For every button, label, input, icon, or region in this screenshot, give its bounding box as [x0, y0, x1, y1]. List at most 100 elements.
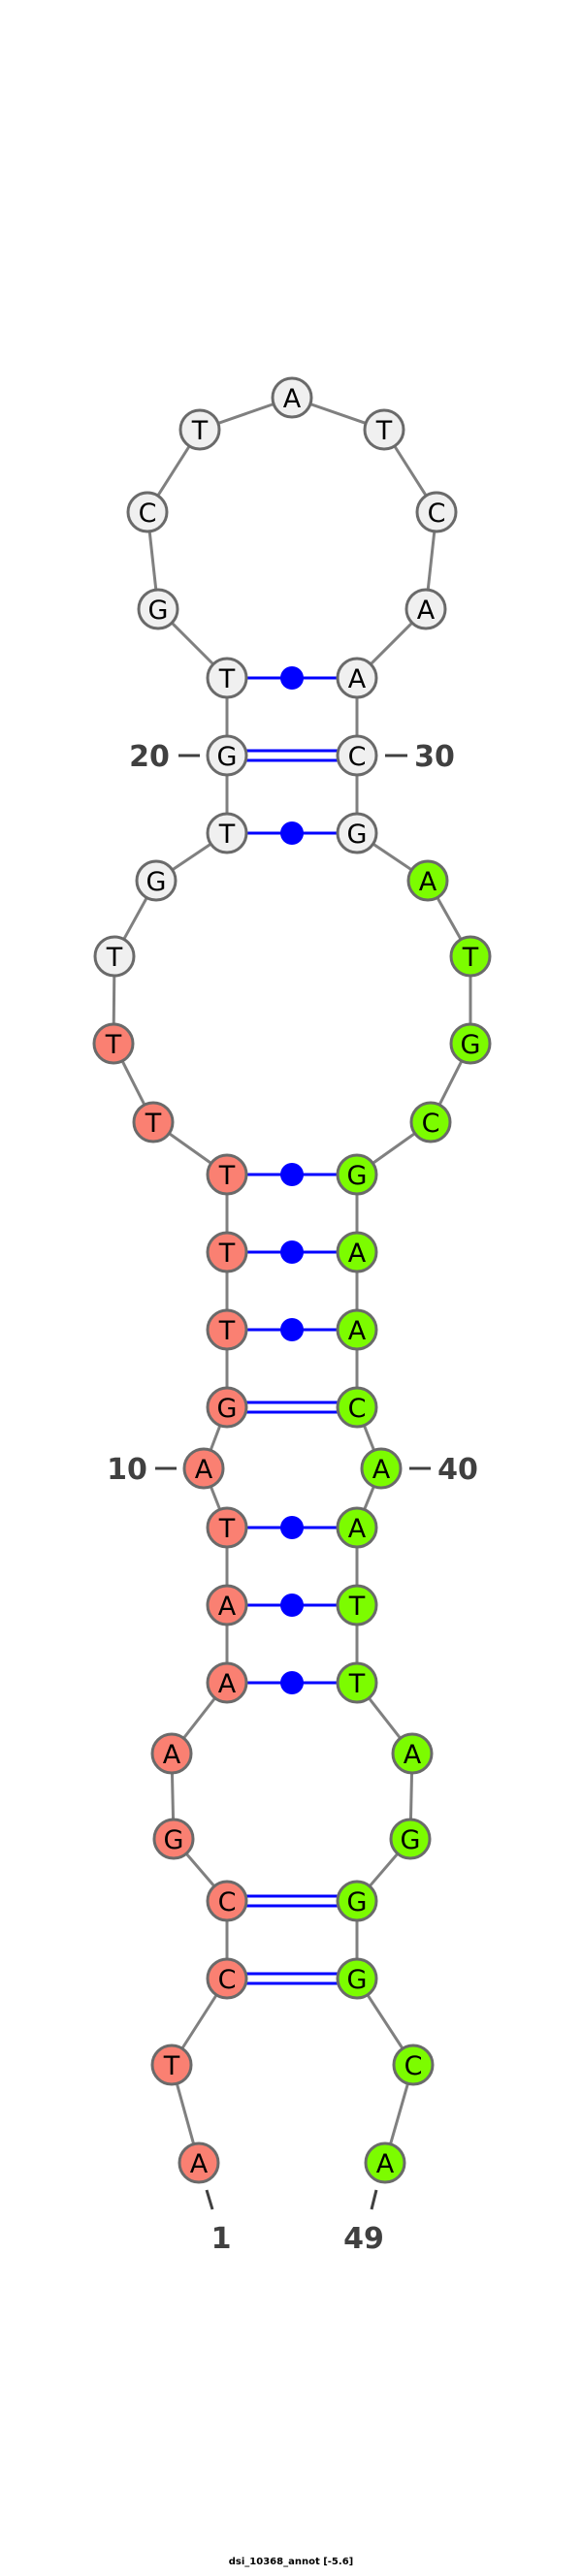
nucleotide-23: C	[126, 491, 169, 533]
nucleotide-circle	[206, 1308, 248, 1351]
nucleotide-2: T	[150, 2044, 193, 2086]
nucleotide-49: A	[364, 2141, 406, 2184]
base-pairs	[227, 666, 357, 1985]
base-pair-12-38	[227, 1318, 357, 1341]
nucleotide-circle	[152, 1818, 195, 1860]
position-label-1: 1	[205, 2189, 232, 2256]
pair-dot-icon	[280, 1516, 304, 1539]
nucleotide-circle	[336, 1231, 378, 1273]
nucleotide-circle	[206, 1880, 248, 1922]
nucleotide-letter: A	[417, 596, 436, 626]
nucleotide-45: G	[389, 1818, 432, 1860]
nucleotide-circle	[415, 491, 458, 533]
backbone	[112, 396, 472, 2164]
nucleotide-circle	[206, 1661, 248, 1704]
nucleotide-19: T	[206, 812, 248, 854]
nucleotide-4: C	[206, 1880, 248, 1922]
nucleotide-letter: C	[348, 742, 367, 772]
nucleotide-letter: A	[419, 867, 437, 897]
nucleotide-circle	[391, 1732, 434, 1775]
nucleotide-letter: C	[218, 1887, 237, 1917]
pair-dot-icon	[280, 1671, 304, 1694]
nucleotide-letter: G	[217, 742, 238, 772]
nucleotide-letter: T	[163, 2051, 180, 2081]
nucleotide-33: T	[449, 935, 492, 978]
nucleotide-letter: C	[428, 499, 446, 529]
nucleotide-circle	[206, 1506, 248, 1549]
base-pair-9-41	[227, 1516, 357, 1539]
nucleotide-47: G	[336, 1957, 378, 2000]
nucleotide-circle	[336, 1880, 378, 1922]
nucleotide-30: C	[336, 734, 378, 777]
pair-dot-icon	[280, 821, 304, 845]
nucleotide-circle	[178, 408, 221, 451]
nucleotide-26: T	[363, 408, 405, 451]
nucleotide-circle	[336, 734, 378, 777]
nucleotide-circle	[336, 1386, 378, 1429]
nucleotide-24: T	[178, 408, 221, 451]
nucleotide-14: T	[206, 1153, 248, 1196]
nucleotide-circle	[93, 935, 136, 978]
nucleotide-circle	[150, 1732, 193, 1775]
label-text: 20	[129, 740, 170, 774]
nucleotide-letter: C	[404, 2051, 423, 2081]
nucleotide-circle	[271, 376, 313, 419]
nucleotide-circle	[206, 1153, 248, 1196]
nucleotide-3: C	[206, 1957, 248, 2000]
label-tick	[205, 2189, 214, 2210]
nucleotide-6: A	[150, 1732, 193, 1775]
nucleotides: ATCCGAAATAGTTTTTTGTGTGCTATCAACGATGCGAACA…	[92, 376, 492, 2184]
nucleotide-letter: A	[372, 1455, 391, 1485]
nucleotide-10: A	[182, 1447, 225, 1490]
base-pair-11-39	[227, 1401, 357, 1414]
nucleotide-letter: T	[218, 1161, 236, 1191]
nucleotide-circle	[206, 734, 248, 777]
pair-dot-icon	[280, 666, 304, 690]
nucleotide-letter: T	[191, 416, 209, 446]
nucleotide-34: G	[449, 1022, 492, 1065]
nucleotide-circle	[336, 1661, 378, 1704]
pair-dot-icon	[280, 1594, 304, 1617]
nucleotide-35: C	[409, 1101, 452, 1143]
nucleotide-letter: T	[106, 943, 123, 973]
nucleotide-15: T	[132, 1101, 175, 1143]
nucleotide-circle	[126, 491, 169, 533]
nucleotide-letter: A	[348, 1239, 367, 1269]
base-pair-3-47	[227, 1972, 357, 1985]
nucleotide-17: T	[93, 935, 136, 978]
nucleotide-13: T	[206, 1231, 248, 1273]
label-text: 10	[107, 1453, 147, 1487]
label-text: 1	[211, 2222, 232, 2256]
nucleotide-circle	[150, 2044, 193, 2086]
label-tick	[370, 2189, 378, 2210]
nucleotide-letter: G	[347, 1161, 368, 1191]
nucleotide-36: G	[336, 1153, 378, 1196]
nucleotide-circle	[206, 1231, 248, 1273]
nucleotide-circle	[360, 1447, 403, 1490]
nucleotide-letter: G	[146, 867, 167, 897]
nucleotide-48: C	[392, 2044, 435, 2086]
nucleotide-letter: C	[348, 1394, 367, 1424]
nucleotide-letter: G	[164, 1825, 184, 1855]
nucleotide-32: A	[406, 859, 449, 902]
nucleotide-letter: T	[218, 1316, 236, 1346]
nucleotide-31: G	[336, 812, 378, 854]
base-pair-7-43	[227, 1671, 357, 1694]
nucleotide-circle	[406, 859, 449, 902]
nucleotide-27: C	[415, 491, 458, 533]
nucleotide-letter: T	[218, 1239, 236, 1269]
nucleotide-circle	[336, 1506, 378, 1549]
base-pair-4-46	[227, 1894, 357, 1908]
position-label-49: 49	[343, 2189, 384, 2256]
nucleotide-circle	[336, 1153, 378, 1196]
label-text: 40	[437, 1453, 478, 1487]
nucleotide-letter: T	[218, 664, 236, 694]
nucleotide-circle	[336, 1957, 378, 2000]
nucleotide-letter: G	[401, 1825, 421, 1855]
nucleotide-letter: T	[348, 1669, 366, 1699]
nucleotide-letter: A	[163, 1740, 181, 1770]
label-text: 49	[343, 2222, 384, 2256]
nucleotide-20: G	[206, 734, 248, 777]
base-pair-20-30	[227, 749, 357, 762]
